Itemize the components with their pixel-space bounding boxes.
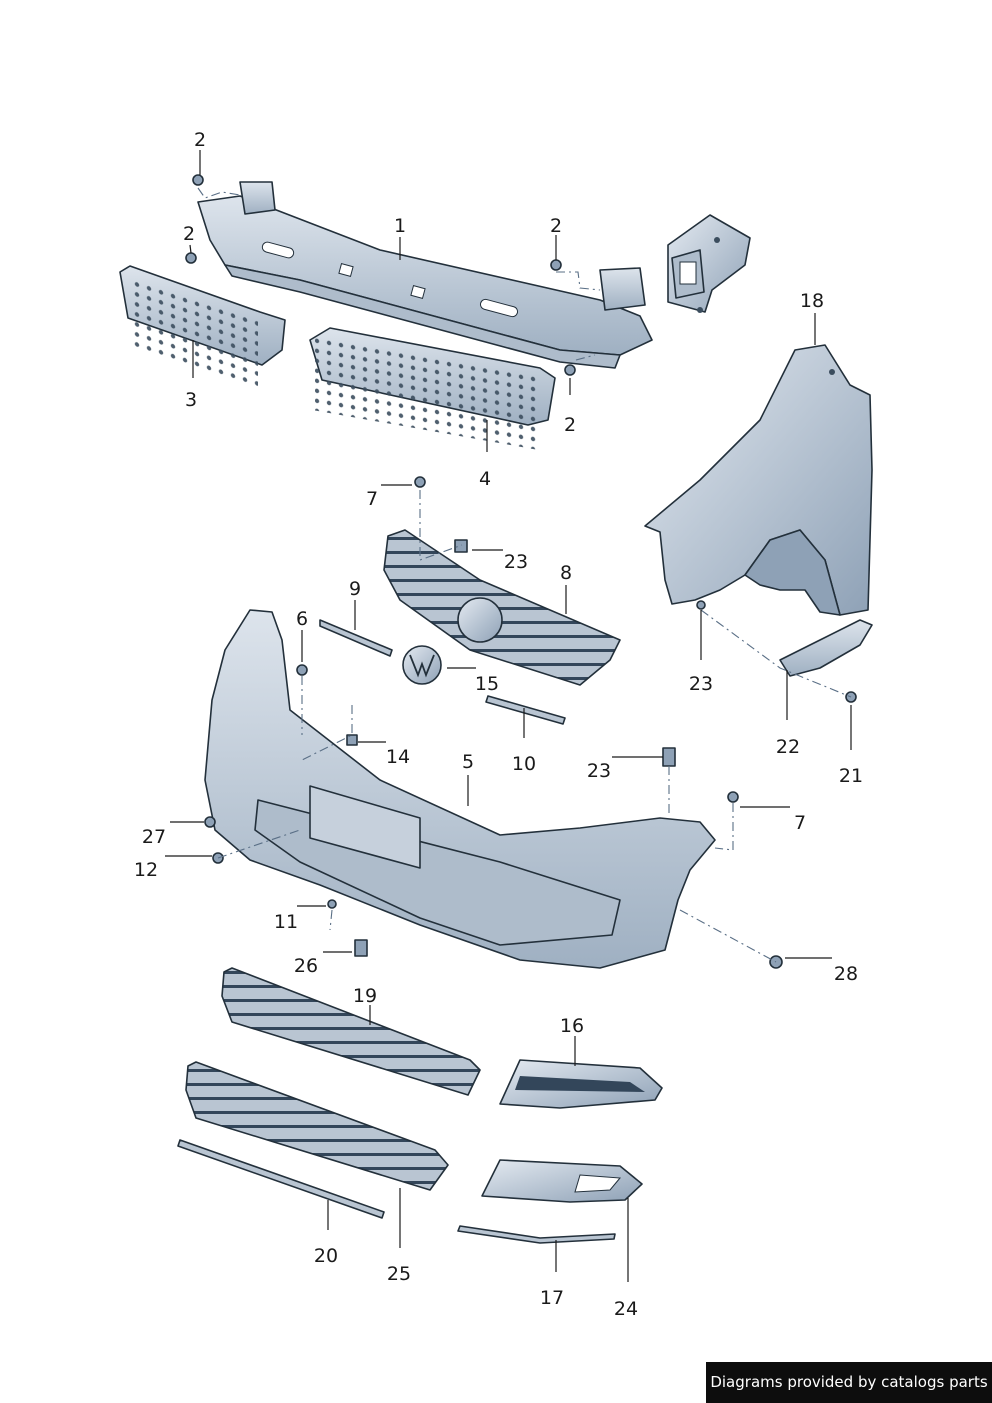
callout-25: 25 bbox=[387, 1263, 411, 1285]
trim-strip-9 bbox=[319, 619, 393, 657]
mounting-bracket bbox=[667, 214, 751, 313]
leader-lines bbox=[165, 150, 852, 1282]
lower-grille-19 bbox=[221, 967, 481, 1096]
impact-absorber-center bbox=[309, 327, 556, 451]
impact-absorber-left bbox=[119, 265, 286, 387]
fog-light-surround bbox=[481, 1159, 643, 1203]
callout-15: 15 bbox=[475, 673, 499, 695]
bumper-carrier bbox=[197, 181, 653, 369]
callout-12: 12 bbox=[134, 859, 158, 881]
fender-bracket bbox=[779, 619, 873, 677]
callout-4: 4 bbox=[479, 468, 491, 490]
lower-strip bbox=[177, 1139, 385, 1219]
lower-trim bbox=[457, 1225, 616, 1244]
callout-9: 9 bbox=[349, 578, 361, 600]
callout-28: 28 bbox=[834, 963, 858, 985]
callout-24: 24 bbox=[614, 1298, 638, 1320]
callout-6: 6 bbox=[296, 608, 308, 630]
callout-19: 19 bbox=[353, 985, 377, 1007]
callout-2: 2 bbox=[564, 414, 576, 436]
callout-23: 23 bbox=[504, 551, 528, 573]
callout-26: 26 bbox=[294, 955, 318, 977]
callout-21: 21 bbox=[839, 765, 863, 787]
callout-14: 14 bbox=[386, 746, 410, 768]
callout-10: 10 bbox=[512, 753, 536, 775]
callout-8: 8 bbox=[560, 562, 572, 584]
callout-2: 2 bbox=[550, 215, 562, 237]
bumper-cover bbox=[204, 609, 716, 969]
assembly-lines bbox=[197, 187, 852, 963]
callout-7: 7 bbox=[794, 812, 806, 834]
callout-2: 2 bbox=[183, 223, 195, 245]
upper-grille bbox=[383, 529, 621, 686]
callout-17: 17 bbox=[540, 1287, 564, 1309]
callout-7: 7 bbox=[366, 488, 378, 510]
callout-labels: 1 2 2 2 2 3 4 5 6 7 7 8 9 10 11 12 14 15… bbox=[134, 129, 863, 1320]
credit-banner: Diagrams provided by catalogs parts bbox=[706, 1362, 992, 1403]
callout-2: 2 bbox=[194, 129, 206, 151]
callout-1: 1 bbox=[394, 215, 406, 237]
callout-23: 23 bbox=[689, 673, 713, 695]
callout-5: 5 bbox=[462, 751, 474, 773]
lower-grille-25 bbox=[185, 1061, 449, 1191]
fender bbox=[644, 344, 873, 616]
trim-strip-10 bbox=[485, 695, 566, 725]
callout-23: 23 bbox=[587, 760, 611, 782]
callout-11: 11 bbox=[274, 911, 298, 933]
fog-light-cover bbox=[499, 1059, 663, 1109]
callout-22: 22 bbox=[776, 736, 800, 758]
callout-27: 27 bbox=[142, 826, 166, 848]
callout-20: 20 bbox=[314, 1245, 338, 1267]
callout-16: 16 bbox=[560, 1015, 584, 1037]
callout-3: 3 bbox=[185, 389, 197, 411]
callout-18: 18 bbox=[800, 290, 824, 312]
badge bbox=[402, 645, 442, 685]
